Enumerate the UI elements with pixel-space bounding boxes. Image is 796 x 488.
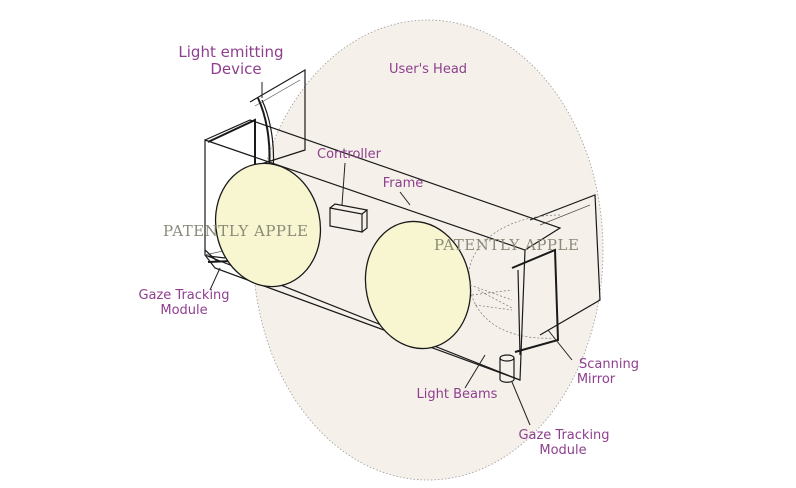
left-temple-arm bbox=[249, 68, 306, 166]
label-gaze-right-1: Gaze Tracking bbox=[518, 428, 609, 443]
right-temple-arm bbox=[529, 194, 601, 336]
scanning-mirror bbox=[511, 248, 560, 353]
label-gaze-right-2: Module bbox=[539, 443, 586, 458]
label-device: Device bbox=[210, 60, 261, 78]
label-gaze-left-1: Gaze Tracking bbox=[138, 288, 229, 303]
left-lens bbox=[214, 162, 322, 288]
label-light-beams: Light Beams bbox=[417, 387, 498, 402]
gaze-tracking-module-right bbox=[499, 354, 515, 383]
right-lens bbox=[364, 220, 472, 350]
gaze-tracking-module-left bbox=[204, 249, 226, 263]
watermark-right: PATENTLY APPLE bbox=[434, 236, 579, 254]
light-beams bbox=[469, 284, 513, 311]
label-frame: Frame bbox=[383, 176, 424, 191]
label-controller: Controller bbox=[317, 147, 382, 162]
label-scanning: Scanning bbox=[579, 357, 639, 372]
label-light-emitting: Light emitting bbox=[178, 43, 283, 61]
watermark-left: PATENTLY APPLE bbox=[163, 222, 308, 240]
label-gaze-left-2: Module bbox=[160, 303, 207, 318]
label-users-head: User's Head bbox=[389, 62, 467, 77]
label-mirror: Mirror bbox=[577, 372, 616, 387]
right-eye-region bbox=[468, 214, 561, 339]
